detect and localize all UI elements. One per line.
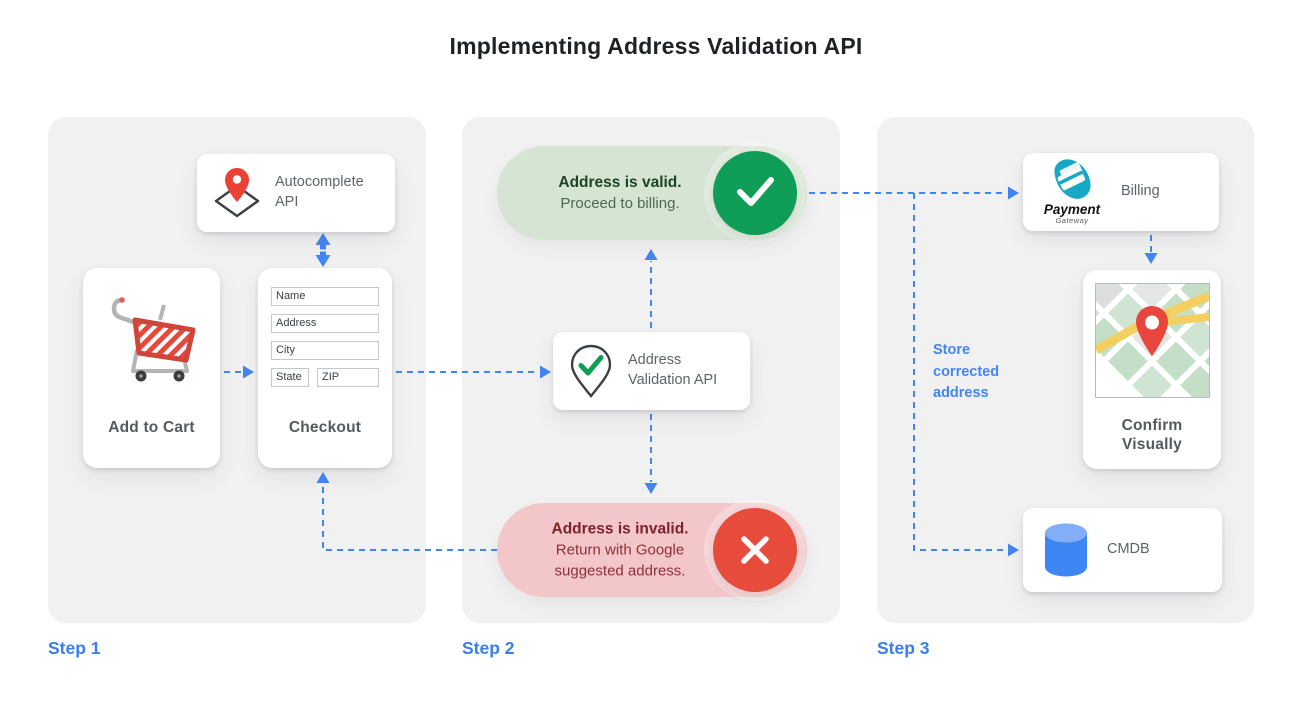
map-pin-diamond-icon (214, 168, 260, 218)
address-validation-api-node: Address Validation API (553, 332, 750, 410)
pin-check-icon (570, 344, 612, 398)
cmdb-label: CMDB (1107, 541, 1150, 558)
page-title: Implementing Address Validation API (449, 33, 863, 59)
add-to-cart-node: Add to Cart (83, 268, 220, 468)
zip-field[interactable]: ZIP (317, 368, 379, 387)
logo-secondary-text: Gateway (1055, 216, 1089, 225)
name-field[interactable]: Name (271, 287, 379, 306)
check-icon (737, 177, 774, 206)
database-icon (1045, 523, 1087, 577)
valid-status-circle (713, 151, 797, 235)
state-field[interactable]: State (271, 368, 309, 387)
step3-label: Step 3 (877, 638, 930, 658)
shopping-cart-icon (111, 297, 196, 382)
x-icon (741, 536, 769, 564)
address-field[interactable]: Address (271, 314, 379, 333)
map-thumbnail (1095, 283, 1210, 398)
address-validation-api-label: Address Validation API (628, 352, 718, 388)
confirm-visually-label: Confirm Visually (1121, 417, 1183, 453)
step2-label: Step 2 (462, 638, 515, 658)
logo-primary-text: Payment (1043, 202, 1101, 217)
invalid-subtitle: Return with Google suggested address. (554, 541, 686, 580)
cmdb-node: CMDB (1023, 508, 1222, 592)
store-corrected-address-note: Store corrected address (933, 342, 1000, 401)
payment-gateway-logo: Payment Gateway (1039, 159, 1105, 225)
invalid-title: Address is invalid. (551, 520, 689, 538)
autocomplete-api-label: Autocomplete API (275, 174, 364, 210)
confirm-visually-node: Confirm Visually (1083, 270, 1221, 469)
checkout-form: Name Address City State ZIP (271, 287, 379, 387)
autocomplete-api-node: Autocomplete API (197, 154, 395, 232)
address-valid-banner: Address is valid. Proceed to billing. (497, 146, 807, 240)
billing-node: Payment Gateway Billing (1023, 153, 1219, 231)
checkout-label: Checkout (288, 419, 362, 436)
add-to-cart-label: Add to Cart (108, 419, 195, 436)
checkout-node: Name Address City State ZIP Checkout (258, 268, 392, 468)
address-invalid-banner: Address is invalid. Return with Google s… (497, 503, 807, 597)
valid-title: Address is valid. (558, 174, 682, 191)
city-field[interactable]: City (271, 341, 379, 360)
invalid-status-circle (713, 508, 797, 592)
step1-label: Step 1 (48, 638, 101, 658)
payment-gateway-blob-icon (1054, 159, 1091, 199)
billing-label: Billing (1121, 183, 1160, 200)
valid-subtitle: Proceed to billing. (560, 195, 680, 212)
